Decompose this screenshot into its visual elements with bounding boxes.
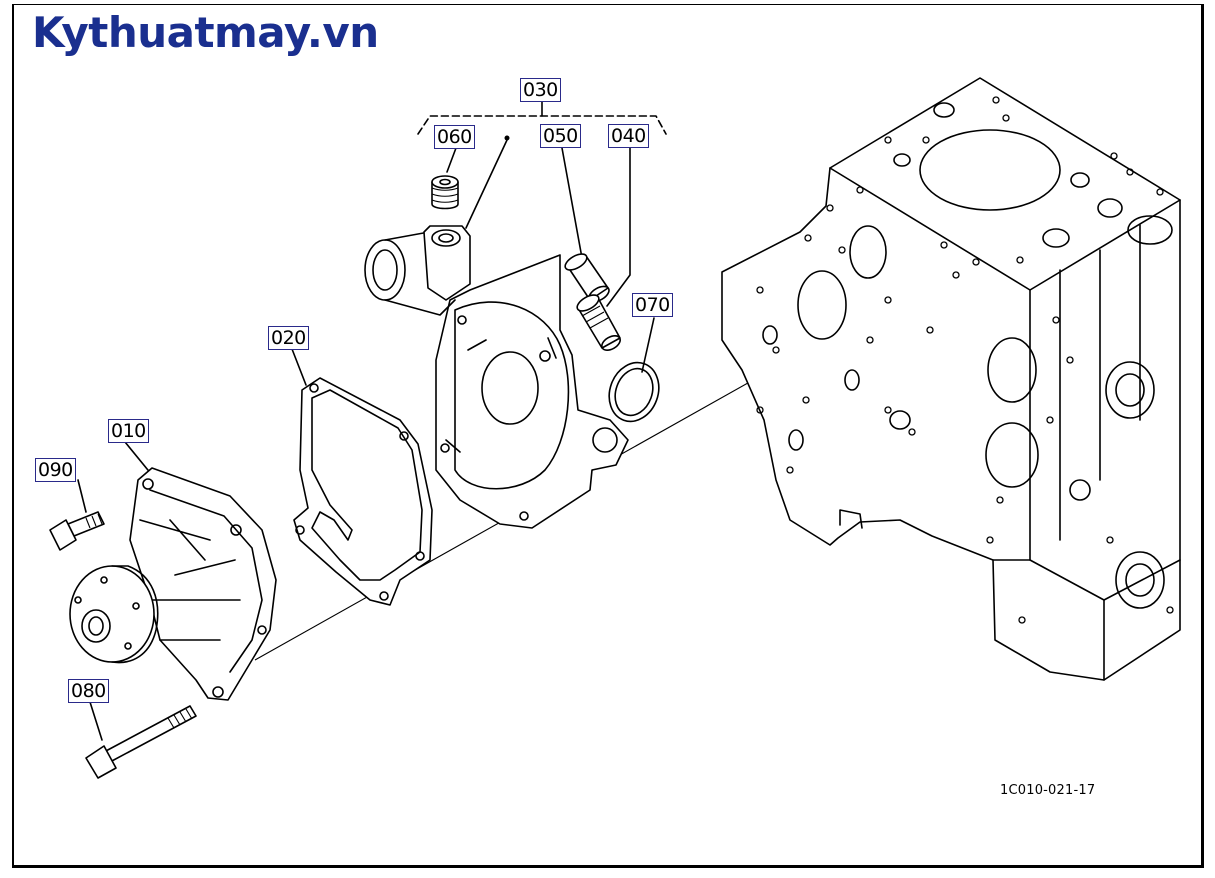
o-ring-070 [608,361,660,423]
engine-block [721,77,1181,681]
callout-060: 060 [434,125,475,149]
leader-lines [77,100,667,741]
callout-010: 010 [108,419,149,443]
callout-050: 050 [540,124,581,148]
plug-060 [431,175,459,210]
drawing-frame [12,4,1204,868]
callout-030: 030 [520,78,561,102]
brand-watermark: Kythuatmay.vn [32,8,379,57]
callout-080: 080 [68,679,109,703]
callout-070: 070 [632,293,673,317]
callout-040: 040 [608,124,649,148]
gasket-020 [293,377,433,606]
bolt-090 [49,511,105,551]
water-pump-010 [69,467,277,701]
pipe-040 [576,294,621,352]
callout-020: 020 [268,326,309,350]
bolt-080 [85,705,197,779]
drawing-code: 1C010-021-17 [1000,783,1096,798]
callout-090: 090 [35,458,76,482]
pipe-050 [564,253,610,303]
water-pump-housing [364,225,629,529]
